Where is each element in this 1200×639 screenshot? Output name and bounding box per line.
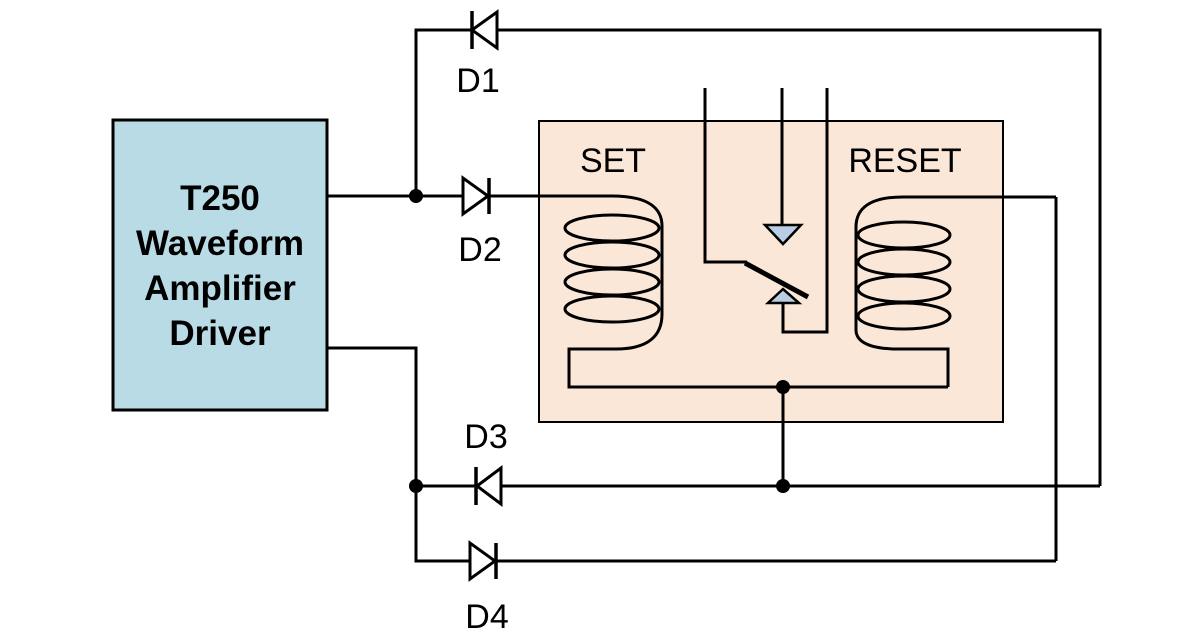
diode-d1-label: D1 bbox=[456, 62, 499, 100]
diode-d3-label: D3 bbox=[464, 418, 507, 456]
reset-coil-loops bbox=[856, 220, 952, 331]
relay-block bbox=[538, 120, 1004, 423]
diode-d1-symbol bbox=[469, 9, 499, 51]
set-coil-path bbox=[490, 194, 948, 389]
diode-d4-symbol bbox=[468, 540, 498, 582]
set-coil-turn bbox=[563, 294, 661, 324]
diode-d4-label: D4 bbox=[465, 598, 508, 636]
diode-d2-symbol bbox=[461, 175, 491, 217]
diode-d3-symbol bbox=[474, 465, 503, 507]
diode-d4-triangle-icon bbox=[468, 540, 498, 582]
diode-d2-label: D2 bbox=[458, 231, 501, 269]
driver-label-line-4: Driver bbox=[169, 314, 271, 353]
reset-coil-path bbox=[854, 195, 1056, 387]
set-coil-label: SET bbox=[580, 142, 646, 180]
diode-d2-triangle-icon bbox=[461, 175, 491, 217]
wire-d1-return bbox=[497, 28, 1102, 486]
driver-label-line-3: Amplifier bbox=[144, 269, 296, 308]
junction-dot bbox=[776, 380, 790, 394]
driver-label-line-1: T250 bbox=[180, 179, 260, 218]
diode-d1-triangle-icon bbox=[469, 9, 499, 51]
relay-common-lead bbox=[703, 88, 747, 264]
junction-dot bbox=[776, 479, 790, 493]
relay-lower-contact-arrow-icon bbox=[764, 287, 803, 305]
wire-d1-branch bbox=[414, 28, 472, 196]
relay-blade bbox=[743, 260, 810, 300]
wires-group bbox=[327, 28, 1102, 563]
reset-coil-label: RESET bbox=[848, 142, 961, 180]
relay-lower-contact-lead bbox=[781, 88, 829, 334]
driver-label-line-2: Waveform bbox=[136, 224, 304, 263]
junction-dot bbox=[409, 479, 423, 493]
junction-dot bbox=[409, 189, 423, 203]
wire-driver-bottom bbox=[327, 346, 470, 563]
diode-d3-triangle-icon bbox=[474, 465, 503, 507]
reset-coil-turn bbox=[856, 301, 952, 331]
relay-upper-contact-arrow-icon bbox=[762, 223, 804, 246]
set-coil-loops bbox=[563, 213, 661, 324]
driver-block bbox=[111, 118, 329, 412]
